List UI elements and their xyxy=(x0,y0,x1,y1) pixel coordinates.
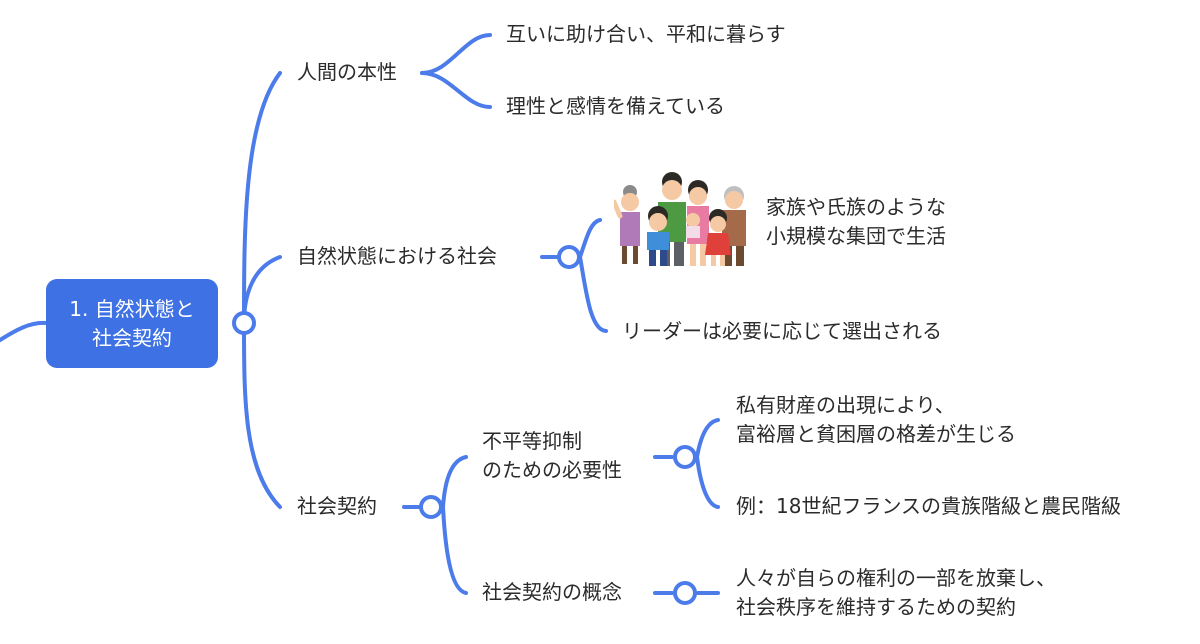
node-sub-1-child-1[interactable]: 私有財産の出現により、 富裕層と貧困層の格差が生じる xyxy=(736,391,1016,449)
node-state-of-nature-child-1-line-1: 家族や氏族のような xyxy=(766,195,946,219)
node-social-contract[interactable]: 社会契約 xyxy=(297,494,377,518)
node-human-nature-child-2[interactable]: 理性と感情を備えている xyxy=(506,94,725,118)
connector-social-contract-sub-1 xyxy=(441,455,468,509)
node-state-of-nature-child-2[interactable]: リーダーは必要に応じて選出される xyxy=(622,319,942,343)
connector-human-nature-child-1 xyxy=(420,33,492,75)
node-human-nature[interactable]: 人間の本性 xyxy=(297,60,397,84)
root-node-line-1: 1. 自然状態と xyxy=(69,296,195,321)
node-sub-2-child[interactable]: 人々が自らの権利の一部を放棄し、 社会秩序を維持するための契約 xyxy=(736,564,1056,622)
node-sub-1-child-1-line-2: 富裕層と貧困層の格差が生じる xyxy=(736,422,1016,446)
node-sub-1-child-2[interactable]: 例：18世紀フランスの貴族階級と農民階級 xyxy=(736,494,1122,518)
collapse-toggle-sub-1[interactable] xyxy=(673,445,697,469)
connector-sub-1-child-2 xyxy=(695,455,720,509)
connector-social-contract-sub-2 xyxy=(441,505,468,595)
node-social-contract-sub-1-line-1: 不平等抑制 xyxy=(482,429,582,453)
connector-state-of-nature-child-2 xyxy=(578,255,608,333)
root-node-line-2: 社会契約 xyxy=(92,325,172,350)
collapse-toggle-state-of-nature[interactable] xyxy=(557,245,581,269)
node-sub-2-child-line-1: 人々が自らの権利の一部を放棄し、 xyxy=(736,566,1056,590)
connector-human-nature-child-2 xyxy=(420,71,492,109)
connector-incoming xyxy=(0,320,48,342)
node-social-contract-sub-1-line-2: のための必要性 xyxy=(482,458,622,482)
connector-state-of-nature-child-1 xyxy=(578,218,602,259)
node-social-contract-sub-1[interactable]: 不平等抑制 のための必要性 xyxy=(482,427,622,485)
node-sub-2-child-line-2: 社会秩序を維持するための契約 xyxy=(736,595,1016,619)
node-social-contract-sub-2[interactable]: 社会契約の概念 xyxy=(482,580,622,604)
family-illustration-icon xyxy=(614,172,746,266)
root-node[interactable]: 1. 自然状態と 社会契約 xyxy=(46,279,218,368)
node-human-nature-child-1[interactable]: 互いに助け合い、平和に暮らす xyxy=(506,22,786,46)
connector-root-social-contract xyxy=(242,321,282,509)
collapse-toggle-root[interactable] xyxy=(232,311,256,335)
node-state-of-nature-child-1[interactable]: 家族や氏族のような 小規模な集団で生活 xyxy=(766,193,946,251)
collapse-toggle-sub-2[interactable] xyxy=(673,581,697,605)
node-state-of-nature[interactable]: 自然状態における社会 xyxy=(297,244,497,268)
node-sub-1-child-1-line-1: 私有財産の出現により、 xyxy=(736,393,955,417)
node-state-of-nature-child-1-line-2: 小規模な集団で生活 xyxy=(766,224,946,248)
connector-root-human-nature xyxy=(242,71,282,325)
collapse-toggle-social-contract[interactable] xyxy=(419,495,443,519)
connector-sub-1-child-1 xyxy=(695,418,720,459)
